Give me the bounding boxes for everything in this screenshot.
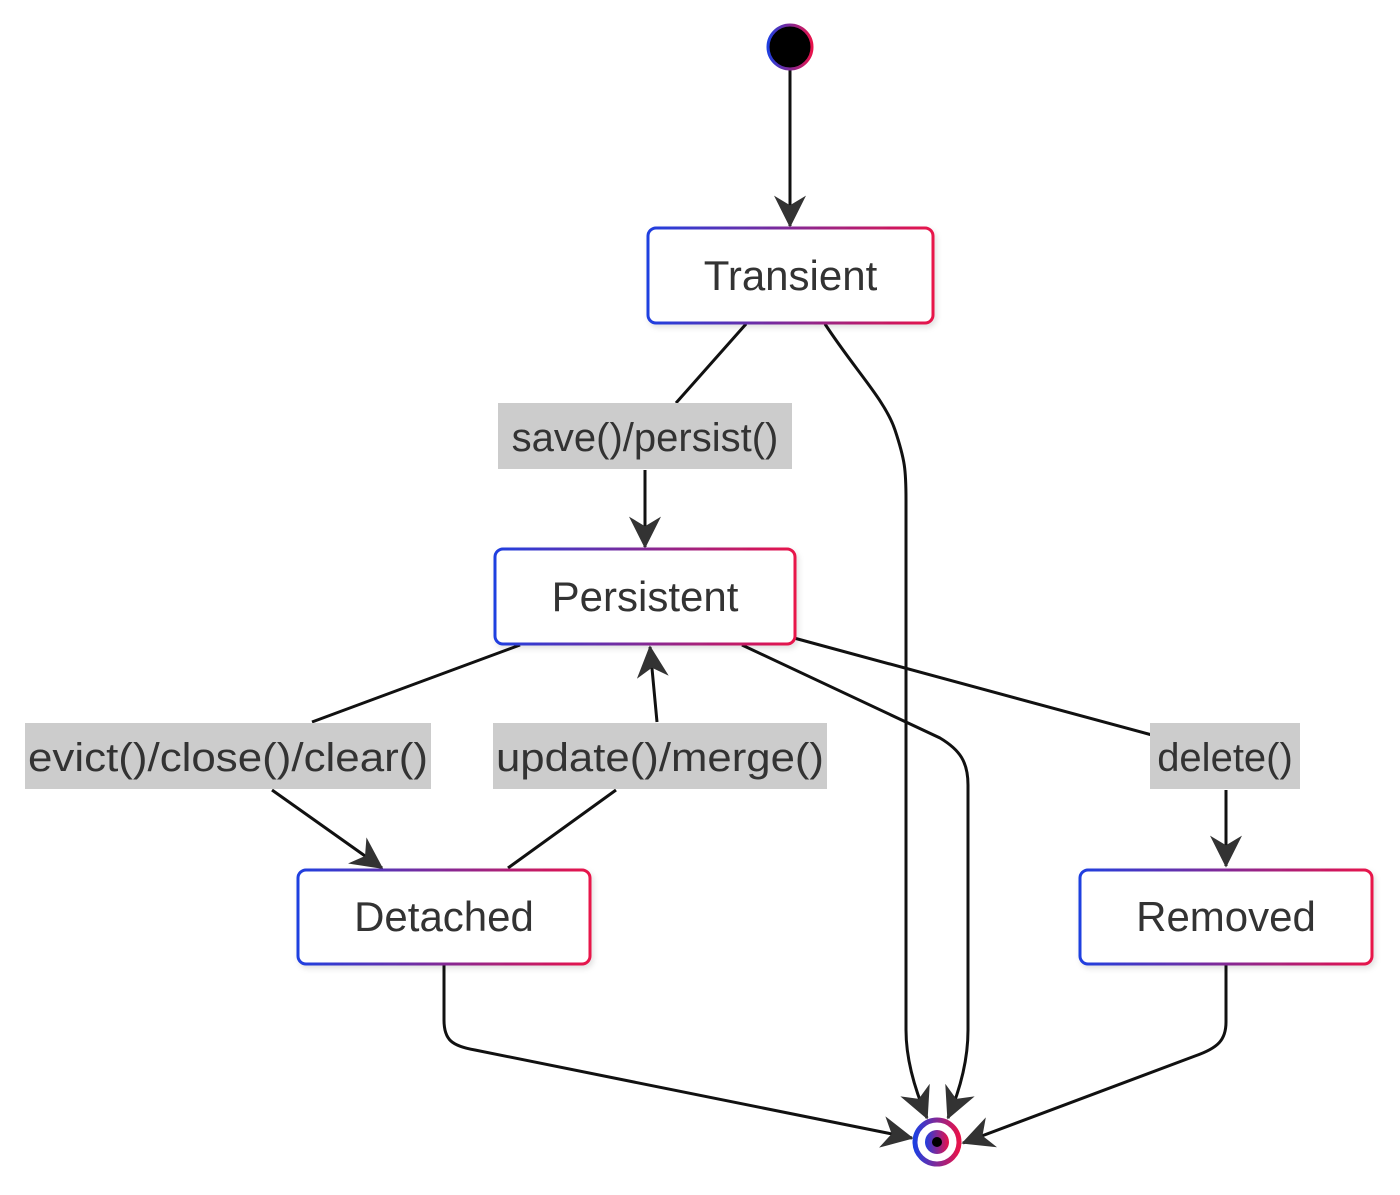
edge-persistent-to-end (741, 643, 975, 1120)
edge-label-delete-text: delete() (1157, 736, 1293, 780)
edge-label-delete: delete() (1150, 723, 1300, 789)
end-node (912, 1117, 962, 1167)
start-node (766, 23, 814, 71)
edge-detached-to-end (442, 965, 914, 1148)
edge-label-save-persist: save()/persist() (498, 403, 792, 469)
state-transient: Transient (646, 226, 935, 325)
edge-persistent-to-detached (271, 643, 521, 868)
state-removed: Removed (1078, 868, 1374, 966)
edge-label-update-merge-text: update()/merge() (496, 736, 824, 780)
edge-transient-to-end (823, 323, 930, 1120)
edge-label-update-merge: update()/merge() (493, 723, 827, 789)
state-detached: Detached (296, 868, 592, 966)
edge-removed-to-end (961, 965, 1228, 1148)
state-persistent-label: Persistent (552, 573, 739, 620)
state-persistent: Persistent (493, 547, 797, 646)
edge-label-evict-close-clear-text: evict()/close()/clear() (28, 736, 428, 780)
state-detached-label: Detached (354, 893, 534, 940)
edge-detached-to-persistent (507, 647, 657, 870)
edge-label-evict-close-clear: evict()/close()/clear() (25, 723, 431, 789)
edge-persistent-to-removed (793, 636, 1226, 866)
edge-transient-to-persistent (645, 323, 748, 547)
edge-label-save-persist-text: save()/persist() (512, 416, 779, 460)
state-transient-label: Transient (704, 252, 878, 299)
state-removed-label: Removed (1136, 893, 1316, 940)
